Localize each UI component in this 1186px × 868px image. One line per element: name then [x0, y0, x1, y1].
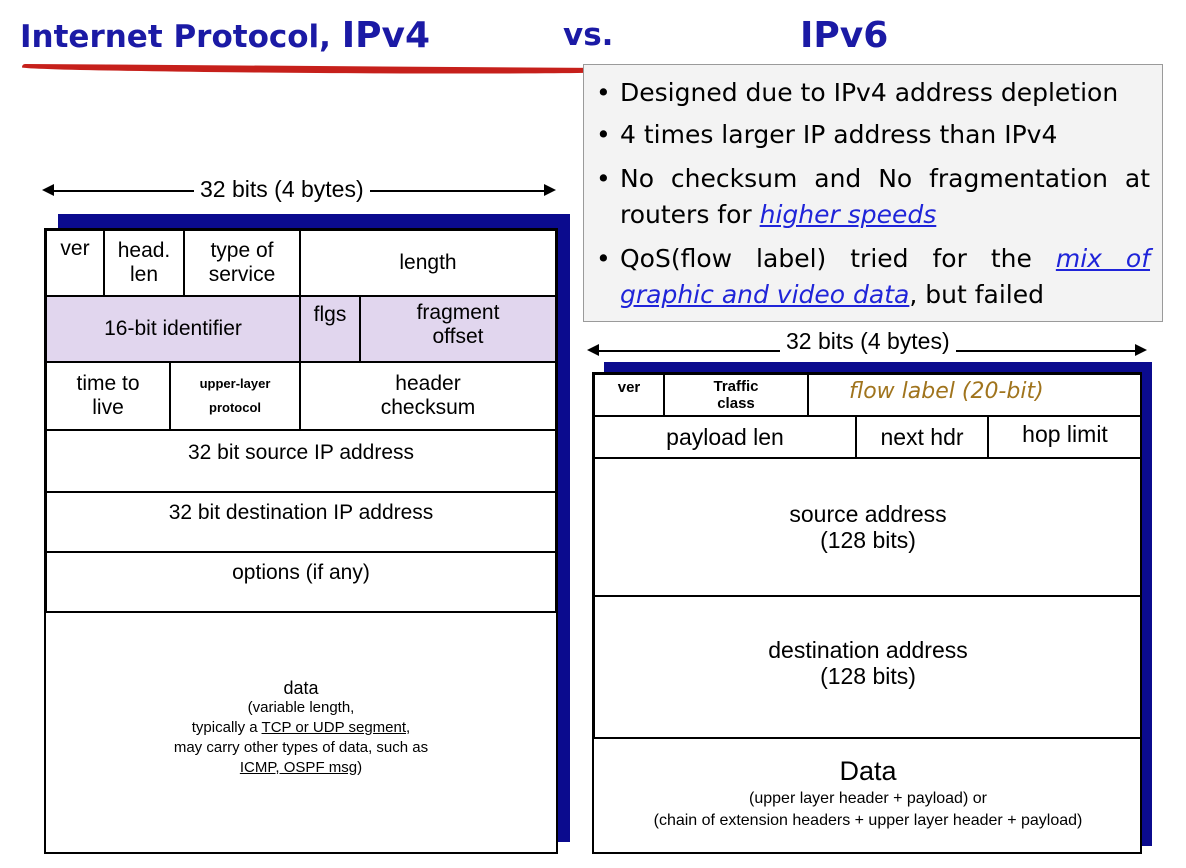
ipv6-payload-len: payload len: [594, 416, 856, 458]
ipv6-flow-text: flow label (20-bit): [849, 379, 1044, 404]
note-4: QoS(flow label) tried for the mix of gra…: [596, 241, 1151, 313]
ipv4-tos-1: type of: [210, 238, 274, 262]
title-ipv6: IPv6: [800, 15, 889, 56]
ipv6-data-title: Data: [839, 755, 897, 786]
ipv4-flags: flgs: [300, 296, 360, 362]
ipv4-length: length: [300, 230, 556, 296]
ipv4-proto-2: protocol: [209, 400, 261, 415]
note-1: Designed due to IPv4 address depletion: [596, 75, 1150, 111]
title-vs: vs.: [563, 17, 614, 53]
ipv4-frag-1: fragment: [416, 300, 500, 324]
ipv4-protocol: upper-layer protocol: [170, 362, 300, 430]
ipv4-ver: ver: [46, 230, 104, 296]
ipv4-identifier-text: 16-bit identifier: [104, 316, 242, 340]
arrow-right-icon: [544, 184, 556, 196]
ipv4-data-line2: (variable length,: [247, 698, 355, 716]
note-2: 4 times larger IP address than IPv4: [596, 117, 1150, 153]
ipv6-data-line2: (upper layer header + payload) or: [749, 789, 987, 807]
ipv6-ver-text: ver: [617, 379, 641, 396]
ipv4-ver-text: ver: [60, 237, 90, 260]
ipv4-source-address: 32 bit source IP address: [46, 430, 556, 492]
note-4-tail: , but failed: [909, 280, 1044, 309]
ipv4-data-title: data: [283, 677, 319, 698]
ipv6-source-address: source address(128 bits): [594, 458, 1142, 596]
note-3-text: No checksum and No fragmentation at rout…: [620, 164, 1150, 229]
ipv4-dst-text: 32 bit destination IP address: [168, 501, 434, 524]
ipv4-head-len-1: head.: [117, 238, 171, 262]
ipv4-width-label: 32 bits (4 bytes): [194, 176, 370, 203]
ipv4-data-3a: typically a: [191, 718, 262, 736]
ipv4-head-len: head.len: [104, 230, 184, 296]
ipv6-width-label: 32 bits (4 bytes): [780, 328, 956, 355]
ipv4-data-5b: ): [357, 758, 363, 776]
ipv4-src-text: 32 bit source IP address: [187, 441, 415, 464]
note-2-text: 4 times larger IP address than IPv4: [620, 120, 1058, 149]
ipv6-payload-len-text: payload len: [666, 423, 784, 450]
arrow-left-icon: [42, 184, 54, 196]
ipv4-data-line4: may carry other types of data, such as: [173, 738, 429, 756]
ipv4-data-3c: ,: [406, 718, 411, 736]
higher-speeds-link[interactable]: higher speeds: [759, 200, 937, 229]
ipv4-data-line5: ICMP, OSPF msg): [174, 758, 428, 778]
note-3: No checksum and No fragmentation at rout…: [596, 161, 1150, 233]
ipv4-options: options (if any): [46, 552, 556, 612]
ipv4-ttl-1: time to: [76, 371, 140, 395]
ipv6-next-hdr-text: next hdr: [880, 423, 964, 450]
ipv4-data-line3: typically a TCP or UDP segment,: [174, 718, 428, 738]
title-underline: [21, 63, 613, 76]
ipv6-data-line3: (chain of extension headers + upper laye…: [653, 811, 1083, 829]
ipv6-notes-box: Designed due to IPv4 address depletion 4…: [583, 64, 1163, 322]
ipv6-ver: ver: [594, 374, 664, 416]
arrow-right-icon: [1135, 344, 1147, 356]
ipv4-proto-1: upper-layer: [199, 376, 271, 391]
ipv4-flags-text: flgs: [313, 303, 347, 326]
ipv4-data: data (variable length, typically a TCP o…: [46, 612, 556, 852]
ipv4-destination-address: 32 bit destination IP address: [46, 492, 556, 552]
ipv6-dst-1: destination address: [768, 636, 968, 663]
ipv6-tc-2: class: [717, 395, 755, 412]
graphic-video-link[interactable]: mix of graphic and video data: [620, 244, 1151, 309]
ipv4-options-text: options (if any): [232, 561, 370, 584]
note-1-text: Designed due to IPv4 address depletion: [620, 78, 1119, 107]
ipv4-tos-2: service: [208, 263, 276, 286]
ipv6-destination-address: destination address(128 bits): [594, 596, 1142, 738]
ipv6-dst-2: (128 bits): [820, 663, 916, 689]
arrow-left-icon: [587, 344, 599, 356]
title-ipv4: IPv4: [341, 15, 431, 56]
ipv4-data-5a: ICMP, OSPF msg: [239, 758, 358, 776]
ipv6-tc-1: Traffic: [713, 378, 759, 395]
ipv4-identifier: 16-bit identifier: [46, 296, 300, 362]
ipv6-data: Data (upper layer header + payload) or (…: [594, 738, 1142, 852]
title-text: Internet Protocol,: [20, 19, 342, 55]
note-4-text: QoS(flow label) tried for the: [620, 244, 1056, 273]
ipv4-head-len-2: len: [129, 263, 159, 286]
ipv4-data-3b: TCP or UDP segment: [261, 718, 407, 736]
ipv4-chk-1: header: [395, 371, 461, 395]
ipv4-chk-2: checksum: [380, 396, 476, 419]
ipv6-src-2: (128 bits): [820, 527, 916, 553]
ipv6-hop-limit-text: hop limit: [1022, 421, 1108, 447]
ipv4-length-text: length: [399, 250, 457, 274]
ipv6-flow-label: flow label (20-bit): [808, 374, 1142, 416]
ipv4-ttl-2: live: [92, 396, 124, 419]
ipv6-hop-limit: hop limit: [988, 416, 1142, 458]
ipv4-frag-2: offset: [432, 325, 484, 348]
ipv6-next-hdr: next hdr: [856, 416, 988, 458]
page-title: Internet Protocol, IPv4: [20, 18, 430, 54]
ipv6-src-1: source address: [789, 500, 947, 527]
